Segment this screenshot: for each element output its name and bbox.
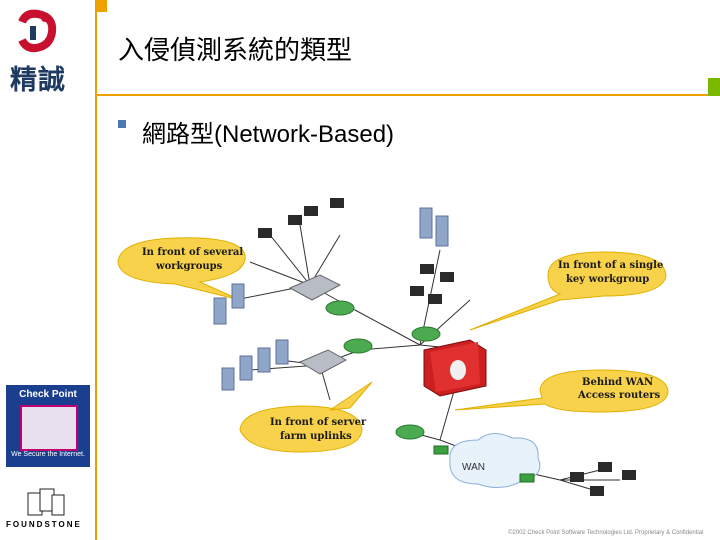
switch-icon (288, 274, 342, 301)
workstation-icon (622, 470, 636, 480)
workstation-icon (428, 294, 442, 304)
workstation-icon (304, 206, 318, 216)
workstation-icon (440, 272, 454, 282)
server-icon (435, 215, 449, 247)
server-icon (221, 367, 235, 391)
router-icon (433, 445, 449, 455)
page-title: 入侵偵測系統的類型 (118, 36, 353, 66)
server-icon (257, 347, 271, 373)
workstation-icon (420, 264, 434, 274)
switch-icons (288, 274, 348, 375)
switch-icon (298, 349, 348, 375)
accent-block (708, 78, 720, 96)
callout-3-line1: Behind WAN (582, 377, 653, 388)
workstation-icons (258, 198, 636, 496)
checkpoint-graphic (20, 405, 78, 451)
callout-1-line1: In front of several (142, 247, 243, 258)
ids-sensor-icon (343, 338, 373, 354)
ids-sensor-icons (325, 300, 441, 440)
accent-block-top (97, 0, 107, 12)
callout-4-line2: farm uplinks (280, 431, 352, 442)
workstation-icon (598, 462, 612, 472)
ids-sensor-icon (395, 424, 425, 440)
logo-icon (18, 9, 57, 53)
callout-key-workgroup (469, 251, 667, 331)
vertical-divider (95, 0, 97, 540)
router-icon (519, 473, 535, 483)
workstation-icon (410, 286, 424, 296)
workstation-icon (590, 486, 604, 496)
checkpoint-logo: Check Point We Secure the Internet. (6, 385, 90, 467)
workstation-icon (288, 215, 302, 225)
server-icon (275, 339, 289, 365)
callout-wan-routers (454, 369, 669, 413)
server-icon (213, 297, 227, 325)
company-logo (18, 9, 57, 53)
checkpoint-slogan: We Secure the Internet. (11, 451, 85, 458)
server-icon (239, 355, 253, 381)
wan-cloud-icon (449, 433, 541, 488)
callout-2-line2: key workgroup (566, 274, 649, 285)
callout-2-line1: In front of a single (558, 260, 663, 271)
title-underline (97, 94, 720, 96)
wan-label: WAN (462, 462, 485, 473)
router-icons (433, 445, 535, 483)
server-icon (419, 207, 433, 239)
copyright-text: ©2002 Check Point Software Technologies … (508, 530, 704, 536)
logo-text: 精誠 (10, 65, 66, 96)
foundstone-logo (27, 488, 65, 516)
server-icons (213, 207, 449, 391)
ids-sensor-icon (411, 326, 441, 342)
callout-3-line2: Access routers (577, 390, 660, 401)
callout-4-line1: In front of server (270, 417, 367, 428)
checkpoint-title: Check Point (19, 389, 77, 400)
bullet-icon (118, 120, 126, 128)
server-icon (231, 283, 245, 309)
firewall-icon (423, 339, 487, 397)
ids-sensor-icon (325, 300, 355, 316)
callout-server-farm (239, 381, 373, 453)
bullet-text: 網路型(Network-Based) (142, 121, 395, 148)
workstation-icon (330, 198, 344, 208)
callout-workgroups (117, 237, 246, 301)
workstation-icon (258, 228, 272, 238)
foundstone-icon (27, 488, 65, 516)
workstation-icon (570, 472, 584, 482)
callout-1-line2: workgroups (155, 261, 223, 272)
foundstone-text: FOUNDSTONE (6, 520, 82, 529)
